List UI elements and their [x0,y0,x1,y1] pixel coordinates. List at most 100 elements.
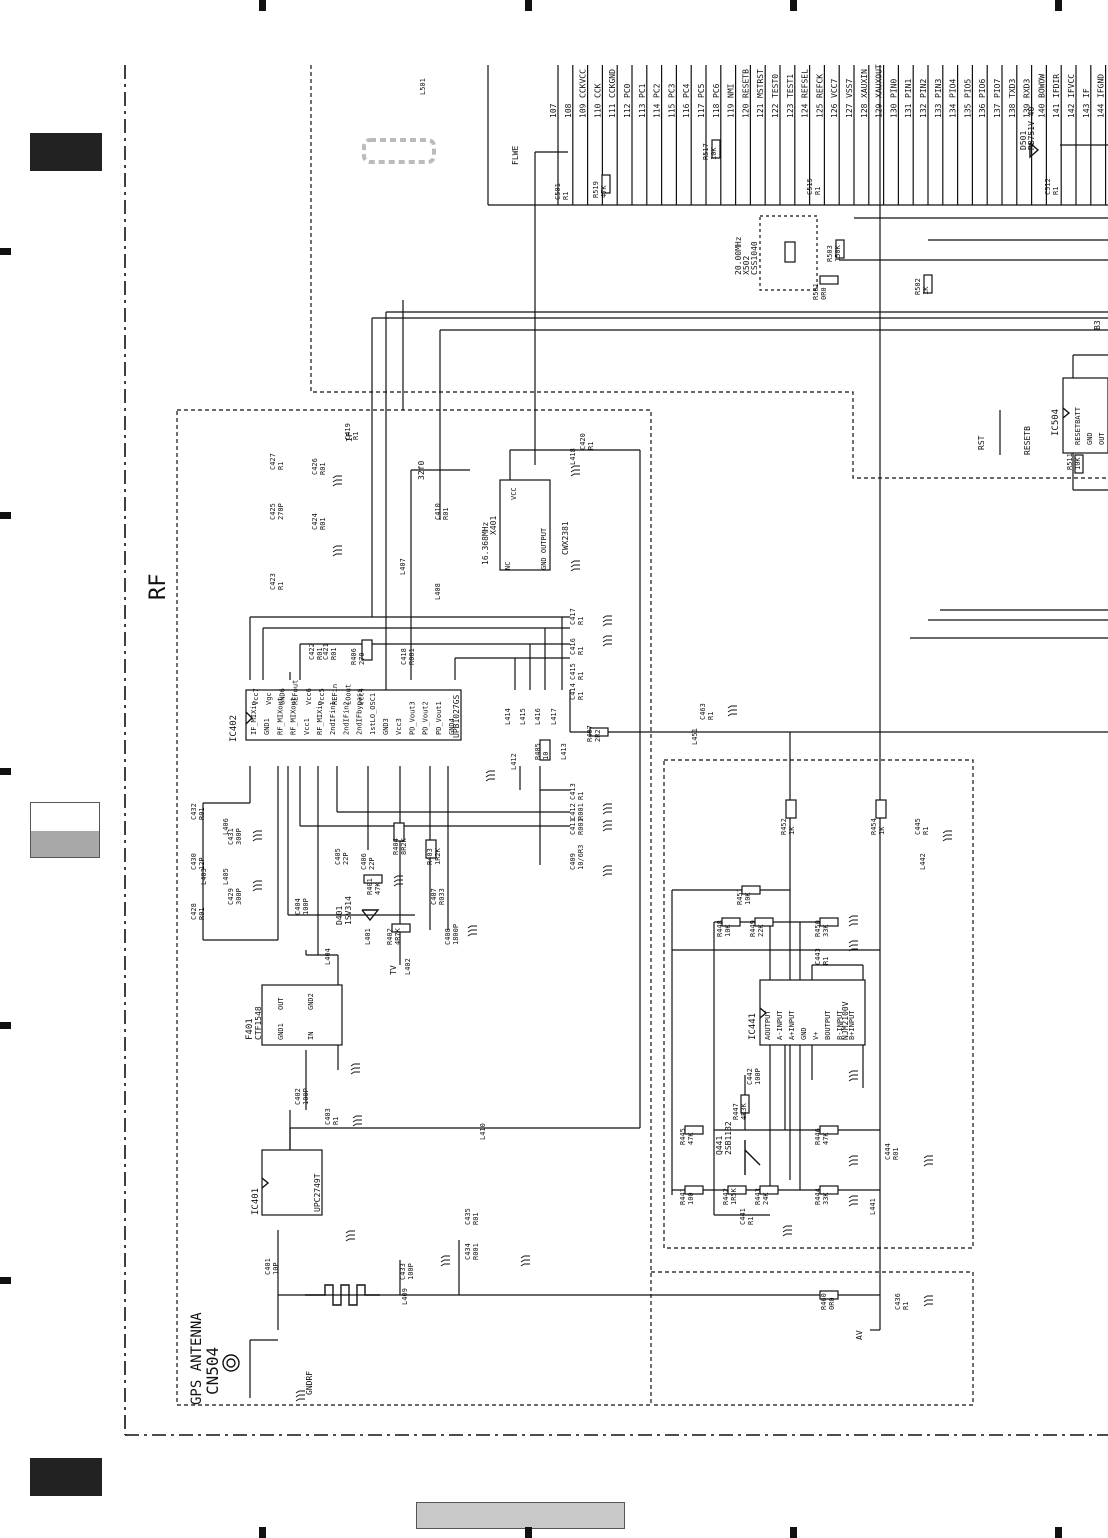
component-value: 1800P [452,924,460,945]
component-ref: C408 [444,928,452,945]
component-ref: C403 [324,1108,332,1125]
registration-mark [790,0,797,11]
component-value: R1 [352,432,360,440]
component-value: R001 [472,1243,480,1260]
r401-body [363,874,383,884]
component-ref: C404 [294,898,302,915]
bus-pin-signal: PIN1 [904,79,913,98]
component-value: R01 [330,647,338,660]
component-value: 10K [710,147,718,160]
registration-mark [259,1527,266,1538]
r450-body [819,917,839,927]
component-value: 47K [822,1132,830,1145]
ic402-pin-label: GND3 [382,718,390,735]
component-value: 10K [724,924,732,937]
ground-symbol [602,865,612,877]
f401-pin-label: OUT [277,997,285,1010]
component-value: 100P [302,898,310,915]
component-value: R001 [408,648,416,665]
bus-pin-signal: PC6 [712,83,721,98]
bus-pin-signal: PC5 [697,83,706,98]
x401-ref: X401 [489,516,498,535]
ic504-ref: IC504 [1051,409,1061,436]
component-ref: R403 [426,848,434,865]
component-value: 10P [272,1262,280,1275]
component-ref: C420 [579,433,587,450]
component-value: 24K [762,1192,770,1205]
component-value: 100P [754,1068,762,1085]
component-value: 10K [1074,457,1082,470]
ic402-notch [245,711,253,725]
bus-pin-signal: TEST1 [786,74,795,98]
component-ref: C445 [914,818,922,835]
inductor-ref: L403 [200,868,208,885]
bus-pin-number: 127 [845,103,854,118]
component-ref: C405 [334,848,342,865]
bus-pin-signal: REFSEL [801,69,810,98]
component-ref: C418 [400,648,408,665]
component-ref: R502 [914,278,922,295]
bus-pin-signal: PIO7 [993,79,1002,98]
bus-pin-signal: TXD3 [1008,79,1017,98]
ic504-pin-label: OUT [1098,432,1106,445]
ic441-pin-label: A-INPUT [776,1010,784,1040]
component-ref: C444 [884,1143,892,1160]
bus-pin-number: 126 [830,103,839,118]
component-value: R01 [198,907,206,920]
component-value: 12P [198,857,206,870]
f401-pin-label: GND2 [307,993,315,1010]
bus-pin-number: 132 [919,103,928,118]
ic402-pin-label: Vcc5 [318,688,326,705]
component-value: 0R0 [820,287,828,300]
r447-body [740,1094,750,1114]
bus-pin-signal: IFDIR [1052,74,1061,98]
ic402-pin-label: PD_Vout2 [422,701,430,735]
net-label: FLWE [511,146,520,165]
ic402-pin-label: GND1 [263,718,271,735]
ground-symbol [440,1255,450,1267]
component-value: 100 [687,1192,695,1205]
component-value: R1 [577,692,585,700]
bus-pin-signal: PC3 [667,83,676,98]
inductor-ref: L402 [404,958,412,975]
component-value: 22P [342,852,350,865]
r503-body [835,239,845,259]
bus-pin-signal: PIO5 [963,79,972,98]
component-ref: C422 [308,643,316,660]
inductor-ref: L418 [569,448,577,465]
ic402-pin-label: RF_MIXin [316,701,324,735]
component-ref: R460 [820,1293,828,1310]
bus-pin-signal: XAUXIN [860,69,869,98]
ic402-pin-label: Vcc4 [358,688,366,705]
registration-mark [0,248,11,255]
component-value: 2R2 [594,729,602,742]
bus-pin-number: 142 [1067,103,1076,118]
component-ref: R441 [679,1188,687,1205]
registration-mark [0,512,11,519]
bus-pin-signal: VCC7 [830,79,839,98]
r443-body [759,1185,779,1195]
registration-mark [0,768,11,775]
component-value: R1 [562,192,570,200]
component-value: 47K [600,185,608,198]
ground-symbol [570,560,580,572]
page-tab-bottom [30,1458,102,1496]
component-value: R1 [577,617,585,625]
bus-pin-number: 114 [653,103,662,118]
net-label: GNDRF [305,1371,314,1395]
inductor-ref: L451 [691,728,699,745]
component-ref: R454 [870,818,878,835]
bus-pin-number: 135 [963,103,972,118]
d501-part: RB751V-40 [1027,106,1036,150]
component-ref: C415 [569,663,577,680]
bus-pin-signal: PIN2 [919,79,928,98]
component-ref: C441 [739,1208,747,1225]
component-ref: C414 [569,683,577,700]
component-value: 100P [302,1088,310,1105]
ic402-ref: IC402 [229,715,239,742]
component-value: R01 [442,507,450,520]
inductor-ref: L441 [869,1198,877,1215]
